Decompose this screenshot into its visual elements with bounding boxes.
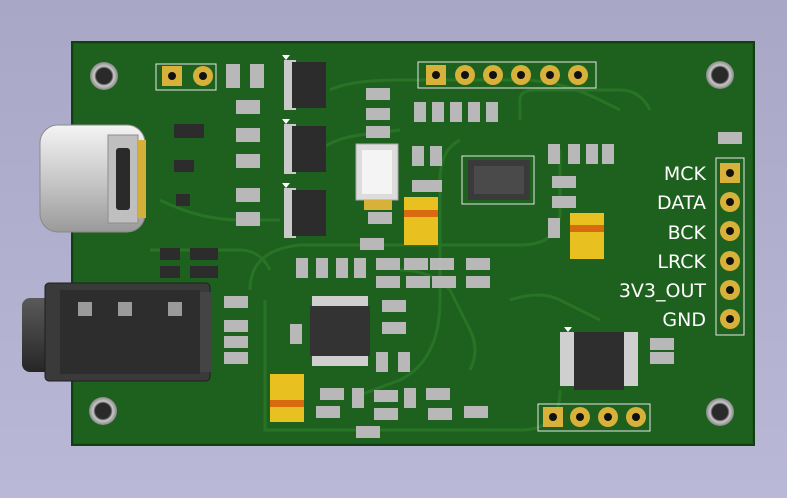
mounting-hole-top-left bbox=[90, 62, 118, 90]
qfn-chip bbox=[461, 155, 535, 205]
pin-labels: MCK DATA BCK LRCK 3V3_OUT GND bbox=[619, 163, 707, 331]
header-2pin bbox=[155, 63, 217, 91]
tantalum-cap-2 bbox=[570, 213, 604, 259]
regulator-3 bbox=[282, 183, 326, 238]
header-6pin-top bbox=[417, 61, 597, 89]
mounting-hole-top-right bbox=[706, 61, 734, 89]
crystal bbox=[355, 143, 399, 210]
pin-label-mck: MCK bbox=[664, 163, 707, 185]
tantalum-cap-1 bbox=[404, 197, 438, 245]
pin-label-3v3-out: 3V3_OUT bbox=[619, 280, 707, 302]
pin-label-bck: BCK bbox=[668, 222, 707, 244]
regulator-2 bbox=[282, 119, 326, 174]
header-4pin-bottom bbox=[537, 403, 651, 432]
tssop-chip bbox=[310, 296, 370, 366]
audio-jack bbox=[22, 282, 212, 382]
soic-chip bbox=[560, 327, 638, 390]
pin-label-gnd: GND bbox=[662, 309, 706, 331]
mounting-hole-bottom-right bbox=[706, 398, 734, 426]
tantalum-cap-3 bbox=[270, 374, 304, 422]
header-6pin-right bbox=[715, 157, 745, 336]
mounting-hole-bottom-left bbox=[89, 397, 117, 425]
pin-label-lrck: LRCK bbox=[657, 251, 706, 273]
pin-label-data: DATA bbox=[657, 192, 706, 214]
usb-c-connector bbox=[39, 124, 146, 233]
regulator-1 bbox=[282, 55, 326, 110]
smd-passives bbox=[160, 64, 742, 438]
